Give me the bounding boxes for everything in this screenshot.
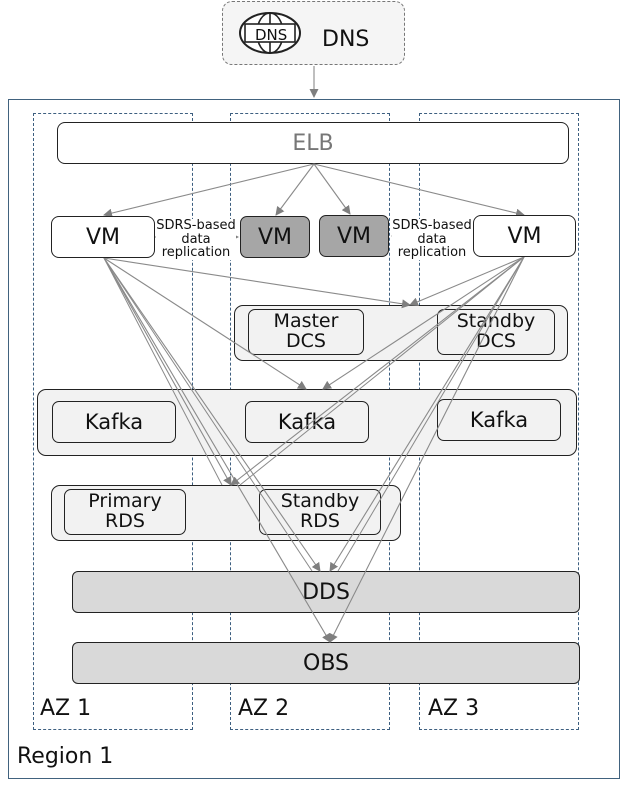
kafka-label-3: Kafka <box>469 408 529 432</box>
vm-node-3: VM <box>319 215 389 257</box>
vm-label-1: VM <box>85 224 121 250</box>
elb-node: ELB <box>57 122 569 164</box>
obs-node: OBS <box>72 642 580 684</box>
region-label: Region 1 <box>17 744 114 769</box>
primary-rds-node: Primary RDS <box>64 489 186 535</box>
globe-icon <box>239 12 301 54</box>
kafka-label-1: Kafka <box>84 410 144 434</box>
primary-rds-label: Primary RDS <box>88 490 162 532</box>
az-2-label: AZ 2 <box>238 696 290 721</box>
dns-label: DNS <box>322 27 370 52</box>
dds-label: DDS <box>302 579 350 605</box>
vm-label-2: VM <box>257 224 293 250</box>
obs-label: OBS <box>303 650 349 676</box>
az-3-label: AZ 3 <box>428 696 480 721</box>
vm-node-4: VM <box>473 215 576 257</box>
vm-node-1: VM <box>51 216 155 258</box>
az-1-label: AZ 1 <box>40 696 92 721</box>
kafka-node-1: Kafka <box>52 401 176 443</box>
dns-node: DNS DNS <box>222 1 405 65</box>
kafka-label-2: Kafka <box>277 410 337 434</box>
vm-node-2: VM <box>240 216 310 258</box>
replication-note-left: SDRS-based data replication <box>156 218 236 261</box>
master-dcs-label: Master DCS <box>273 310 339 352</box>
replication-note-right: SDRS-based data replication <box>392 218 472 261</box>
dns-icon-text: DNS <box>255 26 288 44</box>
standby-rds-node: Standby RDS <box>259 489 381 535</box>
kafka-node-2: Kafka <box>245 401 369 443</box>
standby-rds-label: Standby RDS <box>280 490 360 532</box>
kafka-node-3: Kafka <box>437 399 561 441</box>
dds-node: DDS <box>72 571 580 613</box>
master-dcs-node: Master DCS <box>248 309 364 355</box>
standby-dcs-label: Standby DCS <box>456 310 536 352</box>
region-1 <box>8 99 620 779</box>
elb-label: ELB <box>292 130 334 156</box>
standby-dcs-node: Standby DCS <box>437 309 555 355</box>
vm-label-3: VM <box>336 223 372 249</box>
vm-label-4: VM <box>507 223 542 249</box>
